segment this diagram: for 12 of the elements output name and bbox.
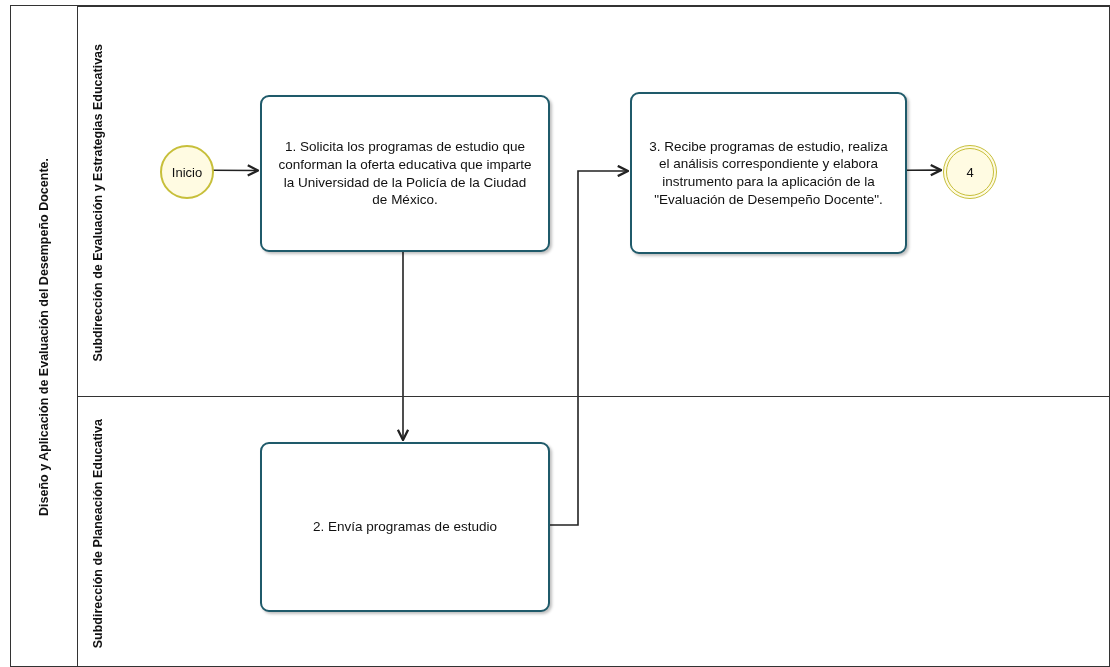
- task-box: 2. Envía programas de estudio: [260, 442, 550, 612]
- lane-title: Subdirección de Planeación Educativa: [91, 418, 105, 648]
- task-box: 1. Solicita los programas de estudio que conforman la oferta educativa que imparte la Universidad de la Policía de la Ciudad de México.: [260, 95, 550, 252]
- pool-title: Diseño y Aplicación de Evaluación del Desempeño Docente.: [37, 158, 51, 516]
- pool: [10, 5, 1110, 667]
- swimlane: [77, 396, 1110, 667]
- start-event-circle: Inicio: [160, 145, 214, 199]
- lane-title: Subdirección de Evaluación y Estrategias Educativas: [91, 43, 105, 361]
- swimlane: [77, 6, 1110, 396]
- arrow: [396, 249, 410, 442]
- end-event-circle: 4: [943, 145, 997, 199]
- task-box: 3. Recibe programas de estudio, realiza el análisis correspondiente y elabora instrumento para la aplicación de la "Evaluación de Desempeño Docente".: [630, 92, 907, 254]
